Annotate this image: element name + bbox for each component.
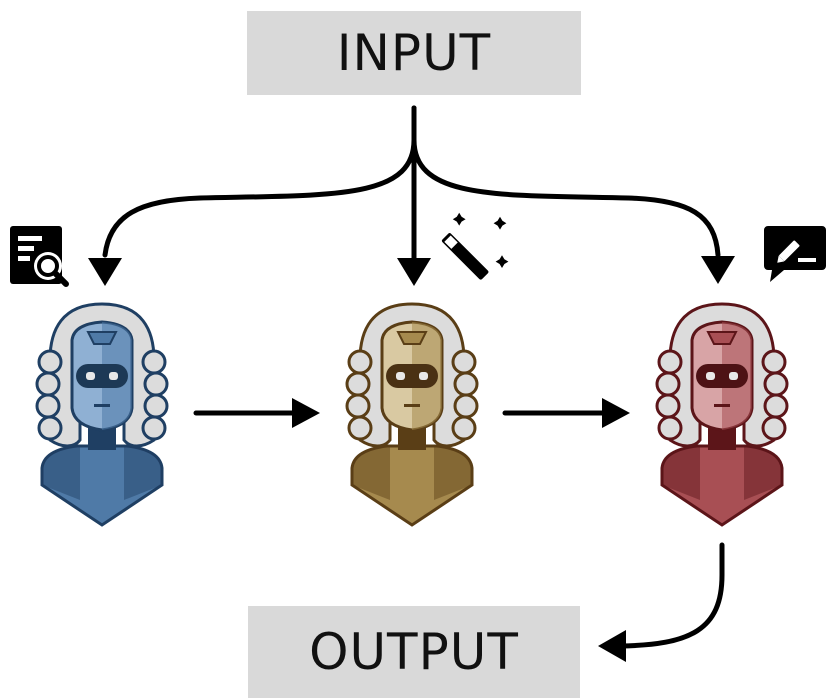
arrowhead-agent-1 xyxy=(88,258,122,286)
output-box: OUTPUT xyxy=(248,606,580,698)
arrowhead-agent-3 xyxy=(701,256,735,284)
output-label: OUTPUT xyxy=(309,623,519,681)
arrow-input-to-agent-1 xyxy=(102,137,417,258)
arrowhead-output xyxy=(598,630,626,662)
arrow-agent-3-to-output xyxy=(617,542,725,649)
arrowhead-to-agent-3-side xyxy=(602,398,630,428)
arrowheads xyxy=(88,256,735,662)
input-box: INPUT xyxy=(247,11,581,95)
arrows xyxy=(102,105,725,649)
magic-wand-icon xyxy=(441,212,509,280)
input-label: INPUT xyxy=(336,24,492,82)
comment-edit-icon xyxy=(764,226,826,282)
arrow-input-to-agent-3 xyxy=(411,137,721,258)
robot-judge-writer xyxy=(655,302,789,527)
robot-judge-editor xyxy=(345,302,479,527)
arrowhead-agent-2 xyxy=(397,258,431,286)
robot-judge-inspector xyxy=(35,302,169,527)
arrowhead-to-agent-2-side xyxy=(292,398,320,428)
document-search-icon xyxy=(10,226,69,287)
